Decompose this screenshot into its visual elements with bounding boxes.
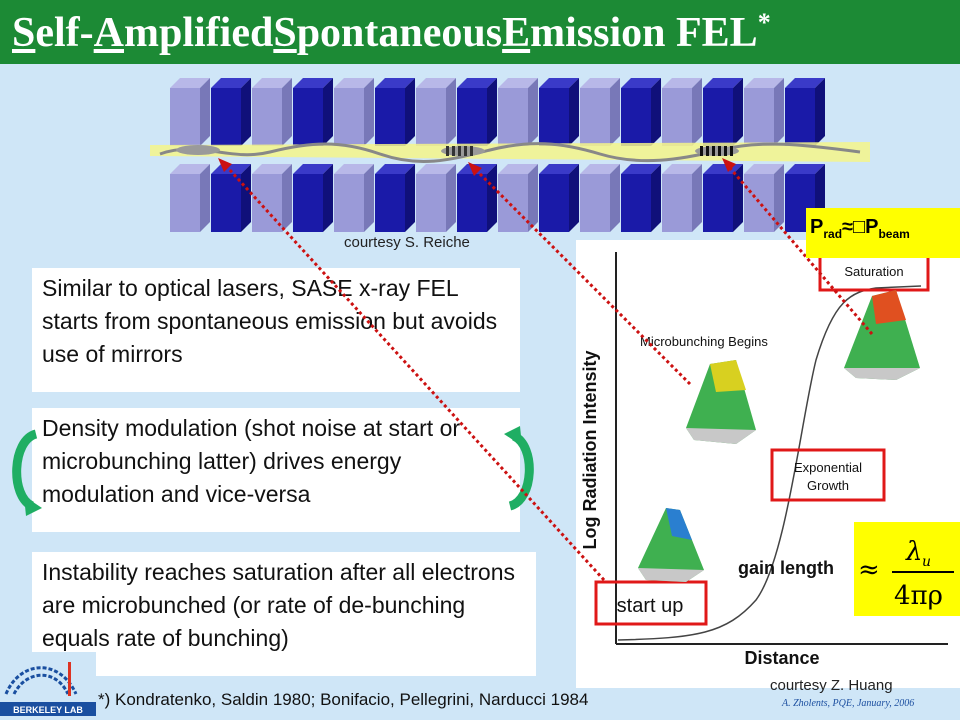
title-bar: Self-Amplified Spontaneous Emission FEL*: [0, 0, 960, 64]
formula-svg: ≈ λ u 4πρ: [858, 537, 954, 611]
magnet-block: [293, 164, 333, 232]
magnet-block: [252, 164, 292, 232]
text-box-density-modulation: Density modulation (shot noise at start …: [32, 408, 520, 532]
prad-label: Prad≈□Pbeam: [806, 208, 960, 258]
magnet-block: [621, 78, 661, 146]
undulator-bottom-magnets: [170, 164, 825, 232]
author-signature: A. Zholents, PQE, January, 2006: [782, 698, 915, 709]
electron-bunch-middle: [441, 146, 485, 156]
magnet-block: [375, 78, 415, 146]
startup-label: start up: [617, 595, 684, 617]
magnet-block: [621, 164, 661, 232]
magnet-block: [580, 164, 620, 232]
title-word-self: elf-: [35, 10, 94, 56]
bunch-surface-start: [638, 508, 704, 582]
title-letter-s: S: [12, 10, 36, 56]
footer-reference: *) Kondratenko, Saldin 1980; Bonifacio, …: [98, 690, 589, 709]
title-footnote-star: *: [757, 8, 771, 37]
magnet-block: [211, 164, 251, 232]
undulator-top-magnets: [170, 78, 825, 146]
magnet-block: [334, 78, 374, 146]
prad-sub-beam: beam: [878, 227, 910, 241]
magnet-block: [662, 164, 702, 232]
curl-arrow-left-icon: [12, 429, 42, 516]
magnet-block: [580, 78, 620, 146]
electron-bunch-end: [695, 146, 739, 156]
arrow-head-2: [468, 162, 482, 176]
text-box-instability: Instability reaches saturation after all…: [32, 552, 536, 676]
magnet-block: [785, 78, 825, 146]
bunch-surface-middle: [686, 360, 756, 444]
exponential-growth-box: [770, 448, 886, 502]
formula-lambda: λ: [905, 537, 922, 567]
arrow-saturation-to-undulator: [728, 167, 874, 335]
courtesy-reiche: courtesy S. Reiche: [344, 234, 470, 251]
magnet-block: [457, 164, 497, 232]
exponential-label-1: Exponential: [794, 460, 862, 475]
title-letter-e: E: [502, 10, 531, 56]
saturation-label: Saturation: [844, 264, 903, 279]
prad-box: □: [853, 216, 866, 238]
electron-bunch-start: [176, 145, 220, 155]
logo-text: BERKELEY LAB: [13, 705, 83, 715]
bunch-surface-end: [844, 290, 920, 380]
arrow-head-3: [722, 158, 736, 172]
exponential-label-2: Growth: [807, 478, 849, 493]
startup-box: [594, 580, 708, 626]
magnet-block: [539, 164, 579, 232]
magnet-block: [170, 78, 210, 146]
gain-curve-svg: Log Radiation Intensity Distance Saturat…: [580, 252, 948, 668]
prad-sub-rad: rad: [823, 227, 843, 241]
gain-curve: [617, 285, 922, 641]
microbunching-label: Microbunching Begins: [640, 334, 768, 349]
magnet-block: [662, 78, 702, 146]
formula-denominator: 4πρ: [894, 581, 943, 611]
courtesy-huang: courtesy Z. Huang: [770, 677, 893, 694]
title-word-emission: mission FEL: [530, 10, 758, 56]
berkeley-lab-logo: BERKELEY LAB: [0, 652, 96, 720]
magnet-block: [703, 78, 743, 146]
gain-length-label: gain length: [738, 558, 834, 578]
magnet-block: [211, 78, 251, 146]
prad-p: P: [810, 216, 824, 238]
prad-p2: P: [865, 216, 879, 238]
plot-ylabel: Log Radiation Intensity: [580, 350, 600, 549]
gain-length-formula: ≈ λ u 4πρ: [854, 522, 960, 616]
undulator-illustration: [150, 78, 870, 232]
magnet-block: [170, 164, 210, 232]
magnet-block: [252, 78, 292, 146]
formula-lambda-sub: u: [922, 554, 931, 570]
title-letter-s2: S: [273, 10, 297, 56]
arrow-head-1: [218, 158, 232, 172]
magnet-block: [744, 164, 784, 232]
formula-approx: ≈: [858, 555, 880, 585]
magnet-block: [375, 164, 415, 232]
plot-xlabel: Distance: [744, 648, 819, 668]
magnet-block: [498, 78, 538, 146]
title-letter-a: A: [93, 10, 124, 56]
magnet-block: [744, 78, 784, 146]
slide-title: Self-Amplified Spontaneous Emission FEL*: [12, 8, 771, 57]
magnet-block: [293, 78, 333, 146]
magnet-block: [457, 78, 497, 146]
arrow-startup-to-undulator: [226, 166, 606, 582]
magnet-block: [334, 164, 374, 232]
magnet-block: [498, 164, 538, 232]
magnet-block: [416, 164, 456, 232]
prad-approx: ≈: [842, 216, 854, 238]
text-box-optical-lasers: Similar to optical lasers, SASE x-ray FE…: [32, 268, 520, 392]
title-word-spontaneous: pontaneous: [296, 10, 503, 56]
logo-arcs-icon: [4, 662, 78, 696]
magnet-block: [416, 78, 456, 146]
title-word-amplified: mplified: [124, 10, 274, 56]
arrow-microbunching-to-undulator: [476, 170, 692, 386]
magnet-block: [539, 78, 579, 146]
curl-arrow-right-icon: [504, 426, 534, 511]
